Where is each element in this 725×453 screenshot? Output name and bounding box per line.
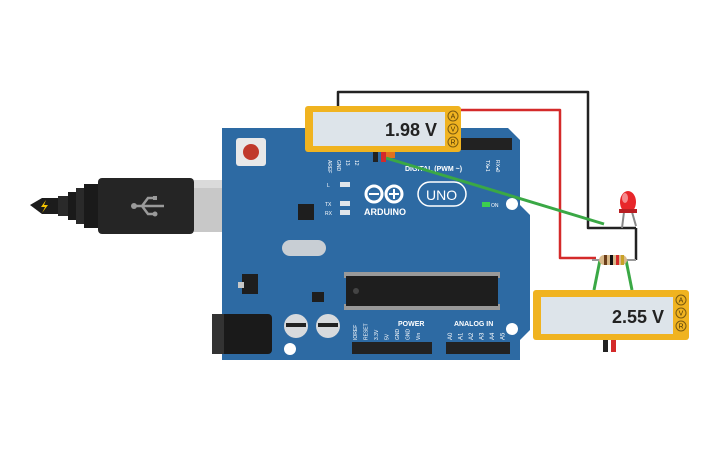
wire-green-probe-right <box>624 259 634 291</box>
power-pin-label: GND <box>395 329 401 341</box>
mode-button-label: A <box>679 298 684 305</box>
red-led[interactable] <box>619 191 637 229</box>
mode-button-v[interactable] <box>447 123 459 135</box>
wires <box>336 90 638 291</box>
analog-pin-label: A0 <box>448 332 454 340</box>
usb-icon <box>131 196 164 217</box>
on-led <box>482 202 490 207</box>
power-header[interactable] <box>352 342 432 354</box>
mode-button-r[interactable] <box>447 136 459 148</box>
aref-label: AREF <box>326 160 332 173</box>
model-label: UNO <box>426 187 457 203</box>
on-label: ON <box>491 203 499 209</box>
wire-green-pin13 <box>385 156 605 226</box>
analog-pin-label: A5 <box>501 332 507 340</box>
rx-led-label: RX <box>325 211 333 217</box>
pin-13-label: 13 <box>344 160 350 166</box>
analog-pin-label: A2 <box>469 332 475 340</box>
power-pin-label: 3.3V <box>374 329 380 340</box>
l-led-label: L <box>327 183 330 189</box>
meter-reading-top: 1.98 V <box>385 120 437 140</box>
analog-pin-label: A4 <box>490 332 496 340</box>
infinity-logo-icon <box>364 184 404 204</box>
power-pin-label: Vin <box>416 333 422 340</box>
brand-label: ARDUINO <box>364 207 406 217</box>
analog-pin-labels: A0 A1 A2 A3 A4 A5 <box>448 332 507 340</box>
probe-black <box>373 152 378 162</box>
usb-chip <box>298 204 314 220</box>
analog-header[interactable] <box>446 342 510 354</box>
analog-pin-label: A3 <box>480 332 486 340</box>
tx-led-label: TX <box>325 202 332 208</box>
mode-button-v[interactable] <box>675 307 687 319</box>
power-pin-label: RESET <box>364 323 370 340</box>
wire-black-top <box>336 90 636 230</box>
mode-button-label: V <box>451 127 456 134</box>
wire-red-top <box>458 108 596 260</box>
mode-button-label: R <box>678 324 683 331</box>
tx-pin-label: TX▸1 <box>484 160 490 172</box>
tx-led <box>340 201 350 206</box>
mode-button-label: V <box>679 311 684 318</box>
regulator-tab <box>238 282 244 288</box>
model-badge <box>417 181 467 207</box>
power-pin-label: IOREF <box>353 325 359 340</box>
meter-reading-bottom: 2.55 V <box>612 307 664 327</box>
mode-button-a[interactable] <box>447 110 459 122</box>
mount-hole <box>284 343 296 355</box>
power-label: POWER <box>398 321 424 328</box>
power-pin-labels: IOREF RESET 3.3V 5V GND GND Vin <box>353 323 422 340</box>
gnd-label: GND <box>335 160 341 172</box>
probe-red <box>381 152 386 162</box>
mode-button-label: A <box>451 114 456 121</box>
pin-12-label: 12 <box>353 160 359 166</box>
mount-hole <box>506 323 518 335</box>
mode-button-label: R <box>450 140 455 147</box>
digital-label: DIGITAL (PWM ~) <box>405 166 462 173</box>
resistor[interactable] <box>592 255 636 265</box>
mode-buttons-top[interactable]: AVR <box>447 110 459 148</box>
voltage-regulator <box>242 274 258 294</box>
crystal-oscillator <box>282 240 326 256</box>
analog-pin-label: A1 <box>459 332 465 340</box>
arduino-board[interactable]: AREF GND 13 12 DIGITAL (PWM ~) TX▸1 RX◂0… <box>212 128 530 360</box>
mode-buttons-bottom[interactable]: AVR <box>675 294 687 332</box>
probe-black <box>603 340 608 352</box>
pin-13-probe-highlight <box>383 150 395 158</box>
mode-button-a[interactable] <box>675 294 687 306</box>
multimeter-top[interactable]: 1.98 V AVR <box>305 106 461 162</box>
probe-red <box>611 340 616 352</box>
dc-power-jack[interactable] <box>212 314 272 354</box>
analog-in-label: ANALOG IN <box>454 321 493 328</box>
wire-green-probe-left <box>592 259 602 291</box>
atmega-chip <box>344 272 500 310</box>
l-led <box>340 182 350 187</box>
reset-button[interactable] <box>236 138 266 166</box>
small-ic <box>312 292 324 302</box>
mode-button-r[interactable] <box>675 320 687 332</box>
power-pin-label: GND <box>406 329 412 341</box>
rx-led <box>340 210 350 215</box>
rx-pin-label: RX◂0 <box>494 160 500 172</box>
multimeter-bottom[interactable]: 2.55 V AVR <box>533 290 689 352</box>
power-pin-label: 5V <box>385 333 391 340</box>
mount-hole <box>506 198 518 210</box>
